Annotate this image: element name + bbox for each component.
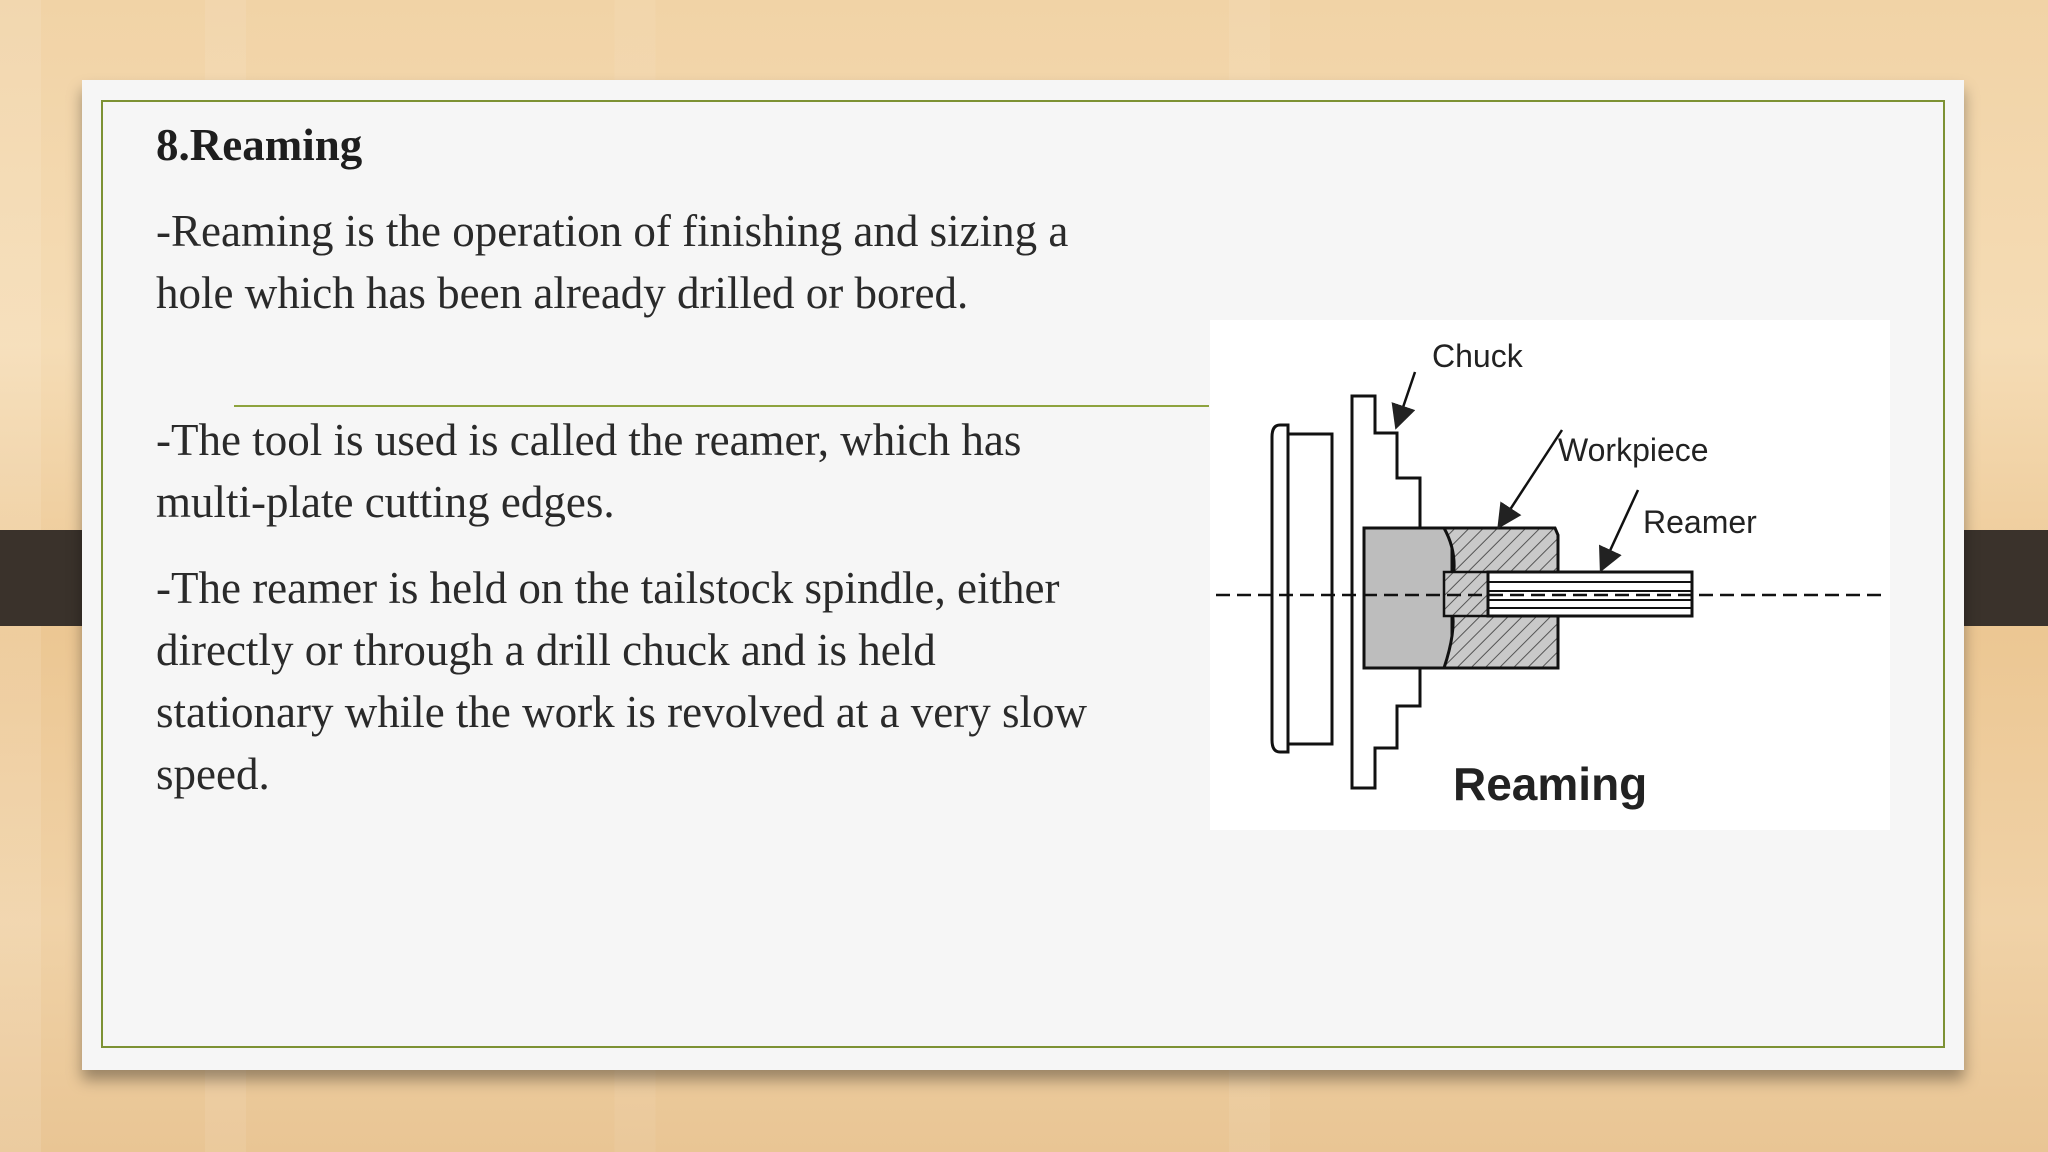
chuck-leader [1391,371,1417,430]
reaming-diagram: Chuck Workpiece Reamer Reaming [1210,320,1890,830]
workpiece-leader [1497,429,1564,530]
slide-heading: 8.Reaming [156,120,363,170]
chuck-label: Chuck [1432,338,1524,374]
reamer-leader [1599,489,1640,573]
reamer-label: Reamer [1643,504,1757,540]
slide-border [101,100,1945,1048]
paragraph-definition: -Reaming is the operation of finishing a… [156,206,1069,318]
workpiece-solid [1362,526,1454,670]
workpiece-label: Workpiece [1558,432,1709,468]
spindle-flange [1286,432,1334,746]
diagram-caption: Reaming [1453,758,1647,810]
paragraph-holding: -The reamer is held on the tailstock spi… [156,563,1088,799]
divider-line [234,405,1209,407]
paragraph-tool: -The tool is used is called the reamer, … [156,415,1022,527]
spindle-body [1270,423,1290,754]
